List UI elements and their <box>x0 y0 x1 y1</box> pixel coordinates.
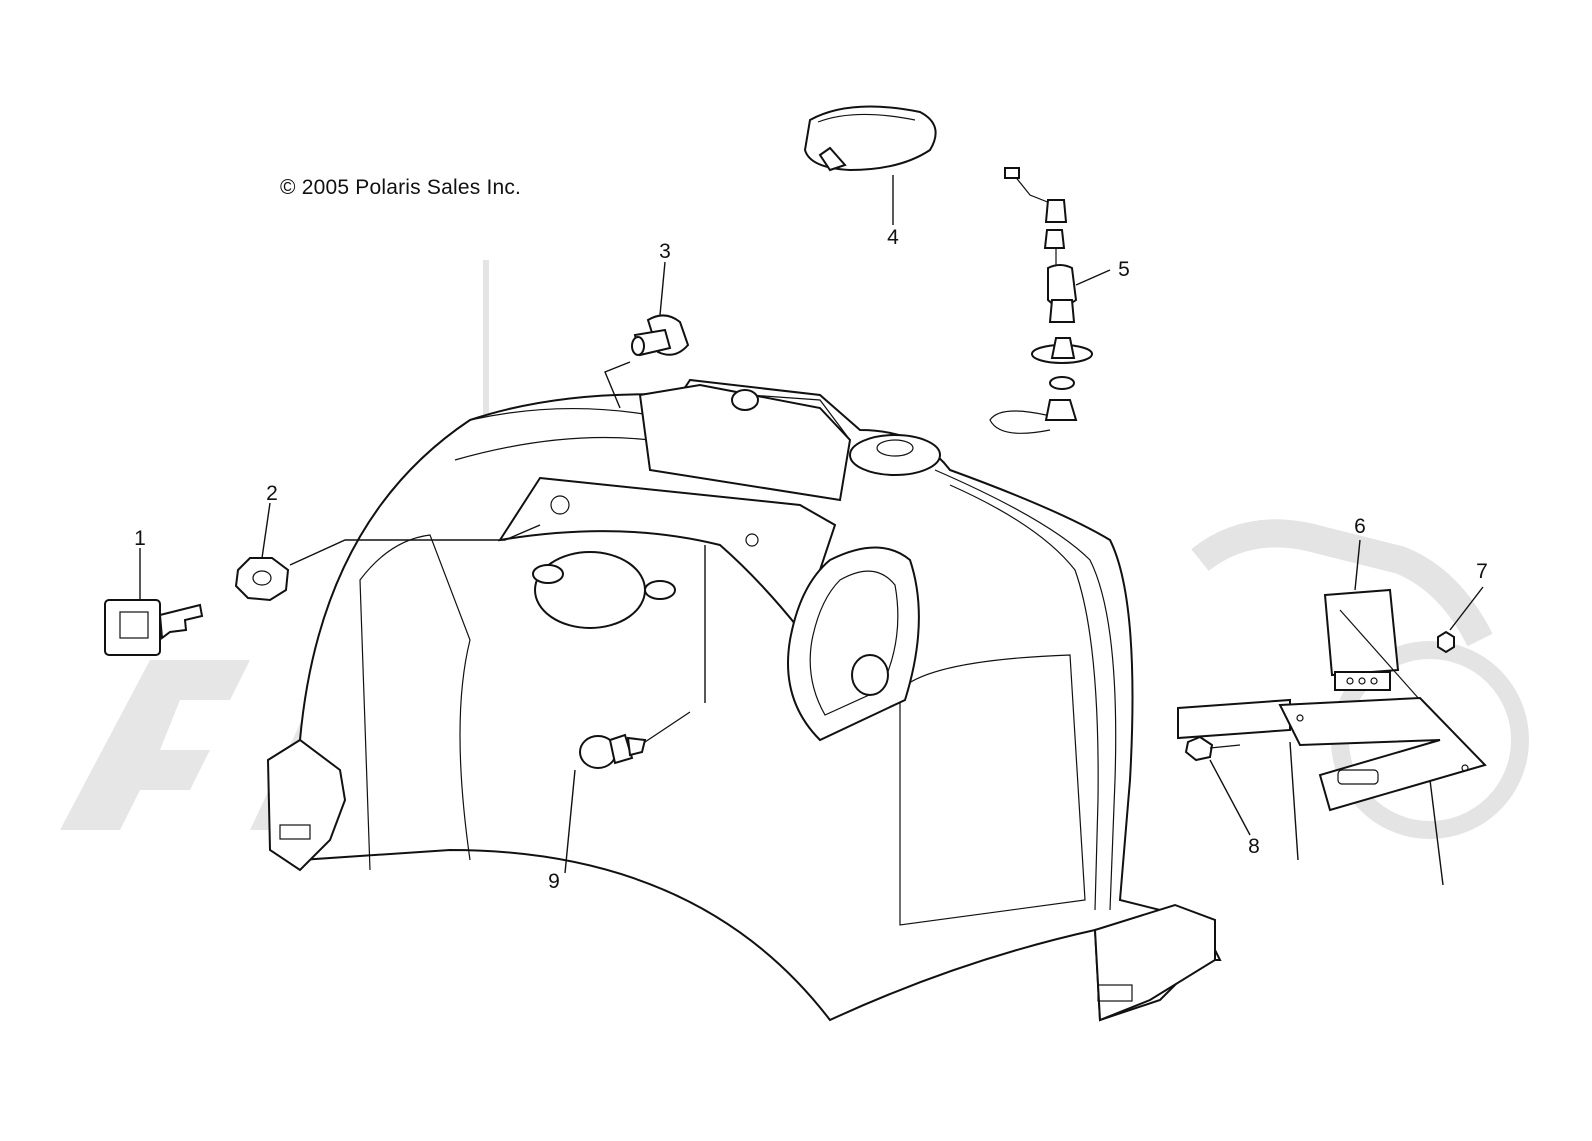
callout-4: 4 <box>887 226 899 249</box>
callout-6: 6 <box>1354 515 1366 538</box>
callout-5: 5 <box>1118 258 1130 281</box>
nut-part <box>234 557 290 602</box>
bulb-socket-part <box>989 167 1093 434</box>
copyright-text: © 2005 Polaris Sales Inc. <box>280 176 522 199</box>
taillight-lens-part <box>803 105 937 172</box>
lock-cylinder-part <box>631 314 690 357</box>
rear-body-panel <box>266 378 1222 1022</box>
callout-7: 7 <box>1476 560 1488 583</box>
key-part <box>104 599 204 656</box>
leader-lines <box>139 175 1484 886</box>
module-part <box>1323 588 1421 701</box>
callout-1: 1 <box>134 527 146 550</box>
small-nut-part <box>1437 630 1455 654</box>
callout-9: 9 <box>548 870 560 893</box>
callout-2: 2 <box>266 482 278 505</box>
callout-8: 8 <box>1248 835 1260 858</box>
callout-3: 3 <box>659 240 671 263</box>
plunger-part <box>579 711 691 769</box>
bracket-part <box>1177 696 1487 812</box>
